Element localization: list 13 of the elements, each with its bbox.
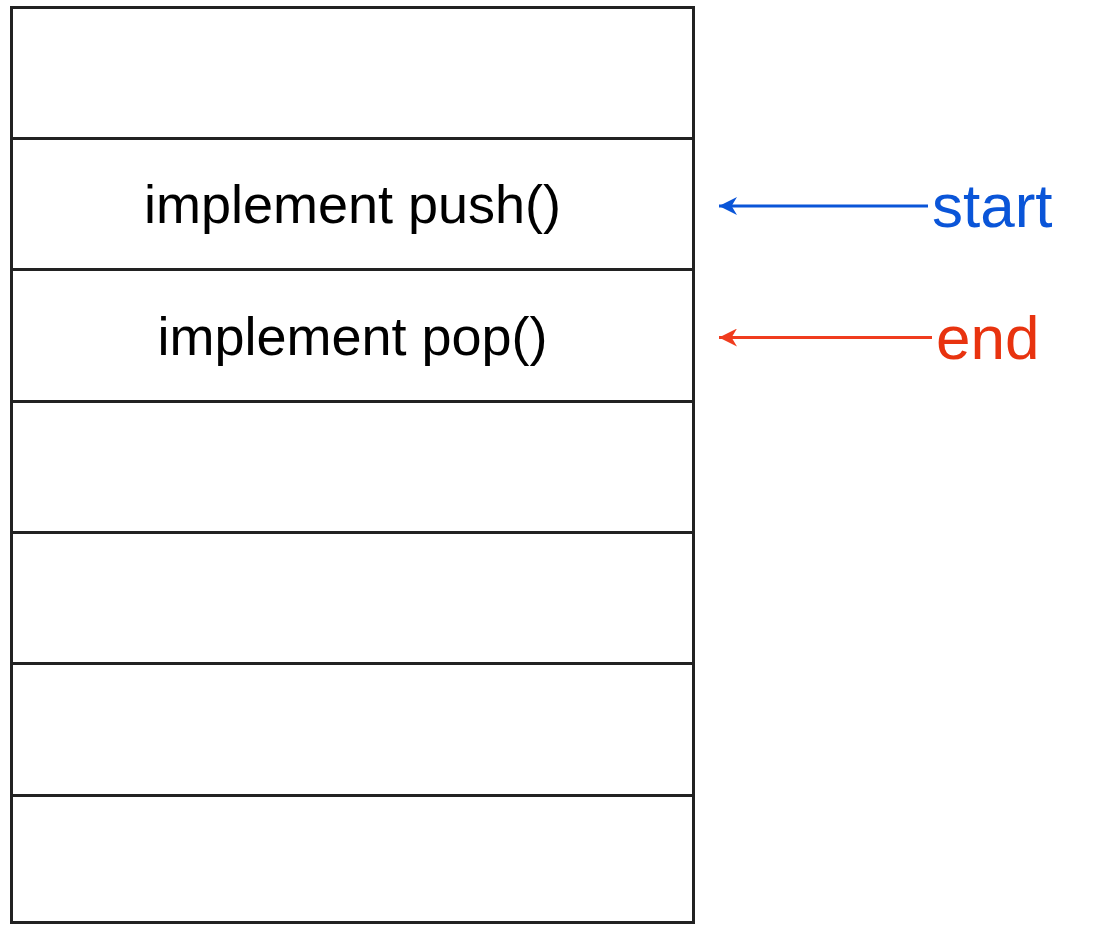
empty-cell [10, 794, 695, 924]
cell-text: implement push() [143, 173, 562, 235]
arrow [719, 197, 928, 215]
stack-cell [10, 268, 695, 403]
cell-text: implement pop() [157, 304, 548, 367]
stack-cell [10, 137, 695, 271]
pointer-text: end [936, 301, 1040, 373]
empty-cell [10, 6, 695, 140]
pointer-text: start [932, 169, 1053, 241]
empty-cell [10, 662, 695, 797]
empty-cell [10, 400, 695, 534]
empty-cell [10, 531, 695, 665]
arrow [719, 328, 932, 347]
